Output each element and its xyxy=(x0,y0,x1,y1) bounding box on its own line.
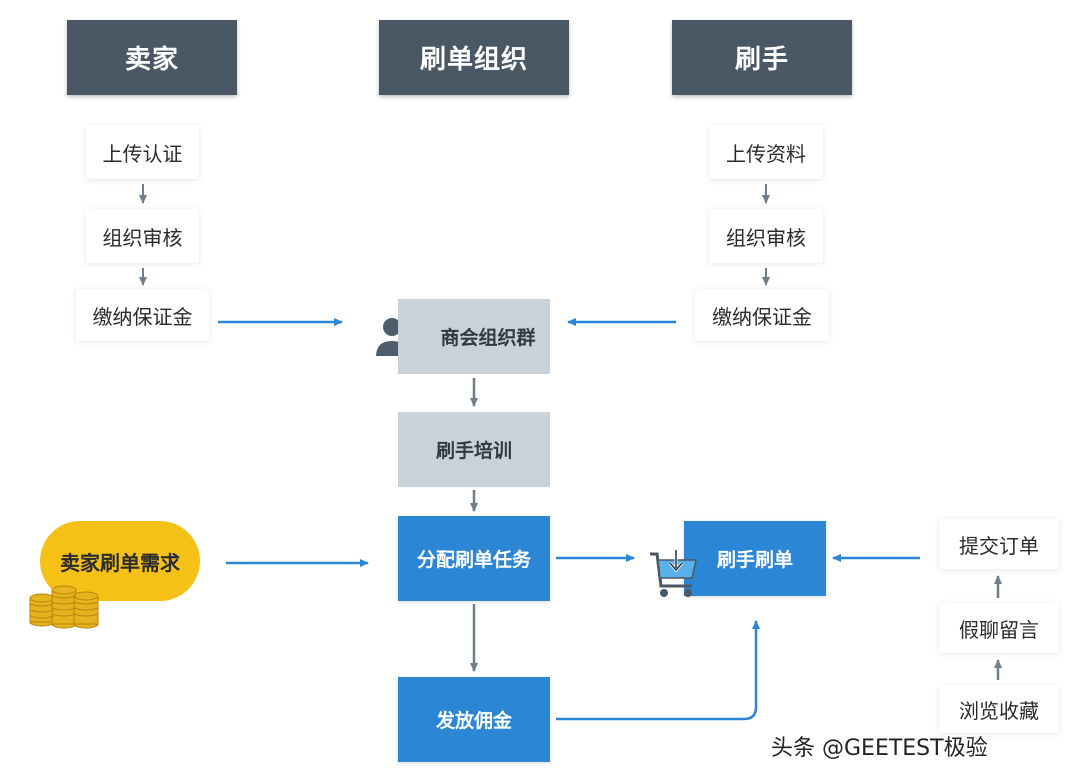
training-box: 刷手培训 xyxy=(398,412,550,487)
watermark: 头条 @GEETEST极验 xyxy=(771,736,988,761)
shopping-cart-icon xyxy=(648,548,700,600)
group-box: 商会组织群 xyxy=(398,299,550,374)
brusher-step-deposit: 缴纳保证金 xyxy=(695,289,829,341)
assign-task-box: 分配刷单任务 xyxy=(398,516,550,601)
coins-icon xyxy=(28,570,100,630)
order-step-fake-chat: 假聊留言 xyxy=(939,603,1059,653)
seller-demand-pill: 卖家刷单需求 xyxy=(40,521,200,601)
seller-step-deposit: 缴纳保证金 xyxy=(76,289,209,341)
brusher-step-upload: 上传资料 xyxy=(709,125,823,179)
header-brusher: 刷手 xyxy=(672,20,852,95)
order-step-browse: 浏览收藏 xyxy=(939,685,1059,733)
seller-step-review: 组织审核 xyxy=(86,209,199,263)
seller-step-upload: 上传认证 xyxy=(86,125,199,179)
arrow-commission-to-order xyxy=(556,620,760,721)
order-step-submit: 提交订单 xyxy=(939,519,1059,569)
brusher-order-box: 刷手刷单 xyxy=(684,521,826,596)
header-org: 刷单组织 xyxy=(379,20,569,95)
group-label: 商会组织群 xyxy=(440,327,536,349)
brusher-step-review: 组织审核 xyxy=(709,209,823,263)
header-seller: 卖家 xyxy=(67,20,237,95)
commission-box: 发放佣金 xyxy=(398,677,550,762)
